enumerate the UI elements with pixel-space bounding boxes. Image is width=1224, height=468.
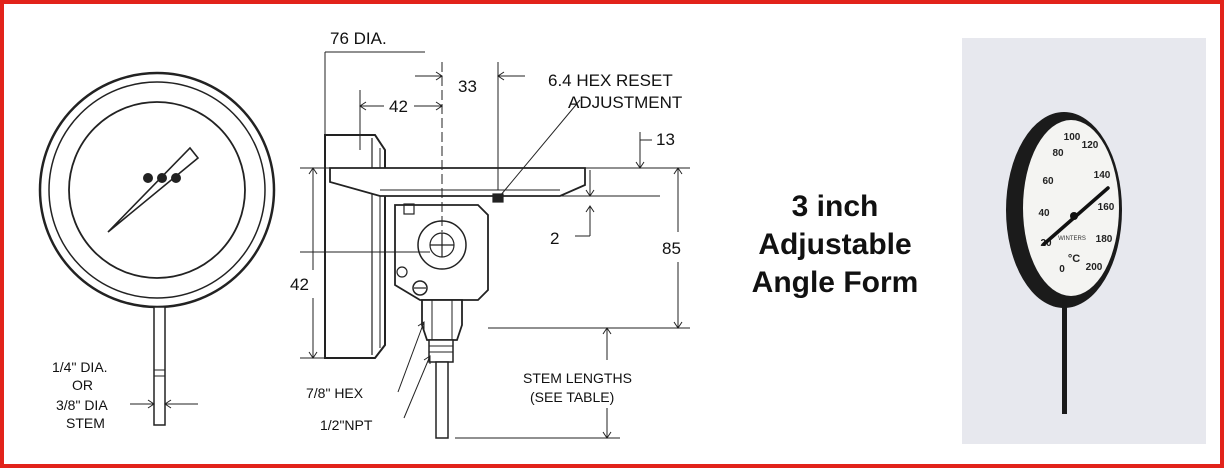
title-line-1: 3 inch [791, 190, 879, 223]
photo-dial [1023, 120, 1119, 296]
photo-brand: WINTERS [1058, 236, 1086, 242]
dim-npt: 1/2"NPT [320, 417, 373, 433]
scale-80: 80 [1052, 148, 1064, 159]
scale-120: 120 [1082, 140, 1099, 151]
side-hex-fitting [421, 299, 463, 341]
front-hub [143, 173, 153, 183]
dim-2: 2 [550, 229, 559, 248]
product-title: 3 inch Adjustable Angle Form [700, 188, 970, 302]
dim-33: 33 [458, 77, 477, 96]
gauge-photo: 0 20 40 60 80 100 120 140 160 180 200 WI… [1006, 112, 1122, 414]
photo-stem [1062, 300, 1067, 414]
stem-dia-label-3: 3/8" DIA [56, 397, 108, 413]
side-stem [435, 361, 449, 439]
side-view [300, 51, 690, 439]
front-bezel-inner [48, 81, 266, 299]
front-view [38, 71, 276, 426]
scale-180: 180 [1096, 234, 1113, 245]
stem-dia-label-2: OR [72, 377, 93, 393]
dim-hex-reset-1: 6.4 HEX RESET [548, 71, 673, 90]
scale-140: 140 [1094, 170, 1111, 181]
dim-76-dia: 76 DIA. [330, 29, 387, 48]
dim-42-top: 42 [389, 97, 408, 116]
scale-100: 100 [1064, 132, 1081, 143]
stem-dia-label-4: STEM [66, 415, 105, 431]
scale-200: 200 [1086, 262, 1103, 273]
front-pointer [107, 146, 200, 233]
title-line-3: Angle Form [751, 266, 919, 299]
scale-60: 60 [1042, 176, 1054, 187]
stem-dia-label-1: 1/4" DIA. [52, 359, 108, 375]
title-line-2: Adjustable [758, 228, 912, 261]
front-stem [153, 306, 166, 426]
front-dial [68, 101, 246, 279]
product-photo: 0 20 40 60 80 100 120 140 160 180 200 WI… [962, 38, 1206, 444]
dim-13: 13 [656, 130, 675, 149]
dim-stem-lengths-1: STEM LENGTHS [523, 370, 632, 386]
dim-85: 85 [662, 239, 681, 258]
scale-40: 40 [1038, 208, 1050, 219]
photo-hub [1070, 212, 1078, 220]
scale-0: 0 [1059, 264, 1065, 275]
dim-78-hex: 7/8" HEX [306, 385, 364, 401]
dim-42-side: 42 [290, 275, 309, 294]
side-backplate [329, 167, 586, 197]
dim-stem-lengths-2: (SEE TABLE) [530, 389, 614, 405]
photo-unit: °C [1068, 253, 1080, 265]
scale-160: 160 [1098, 202, 1115, 213]
dim-hex-reset-2: ADJUSTMENT [568, 93, 682, 112]
